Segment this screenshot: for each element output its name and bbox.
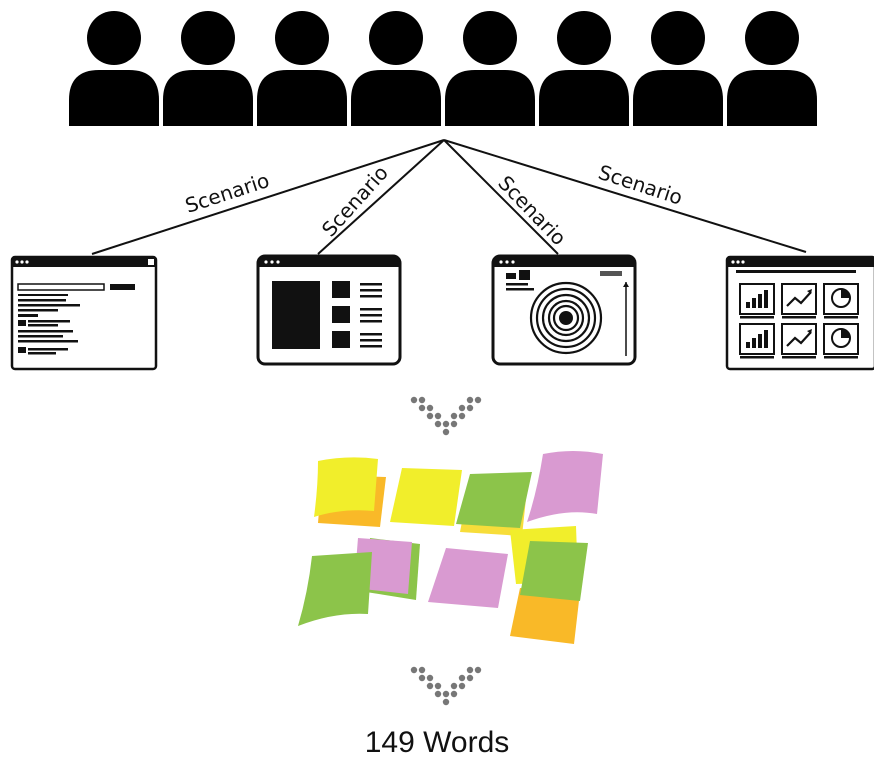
scenario-label: Scenario (595, 160, 685, 210)
person-icon (69, 11, 159, 126)
search-results-page-icon (10, 255, 158, 371)
sticky-note (428, 548, 508, 608)
sticky-note (520, 541, 588, 601)
person-icon (633, 11, 723, 126)
participants-row (69, 11, 817, 126)
down-arrow-icon (410, 666, 482, 706)
pie-chart-icon (823, 323, 859, 359)
connector-line (443, 139, 559, 255)
scenario-connectors (91, 139, 807, 255)
person-icon (727, 11, 817, 126)
person-icon (351, 11, 441, 126)
dashboard-charts-icon (725, 255, 874, 371)
product-list-page-icon (256, 254, 402, 366)
sticky-note (390, 468, 462, 526)
connector-line (317, 139, 445, 255)
scenario-label: Scenario (493, 171, 571, 250)
person-icon (257, 11, 347, 126)
person-icon (539, 11, 629, 126)
sticky-note (314, 457, 378, 517)
sticky-note (456, 472, 532, 528)
connector-line (91, 139, 445, 255)
sticky-notes-cluster (298, 451, 603, 644)
sticky-note (510, 588, 580, 644)
line-chart-icon (781, 283, 817, 319)
scenario-label: Scenario (317, 161, 393, 242)
bar-chart-icon (739, 323, 775, 359)
person-icon (445, 11, 535, 126)
person-icon (163, 11, 253, 126)
sticky-note (527, 451, 603, 522)
result-word-count: 149 Words (364, 726, 510, 759)
camera-app-icon (491, 254, 637, 366)
sticky-note (298, 552, 372, 626)
line-chart-icon (781, 323, 817, 359)
pie-chart-icon (823, 283, 859, 319)
down-arrow-icon (410, 396, 482, 436)
bar-chart-icon (739, 283, 775, 319)
connector-line (443, 139, 807, 253)
